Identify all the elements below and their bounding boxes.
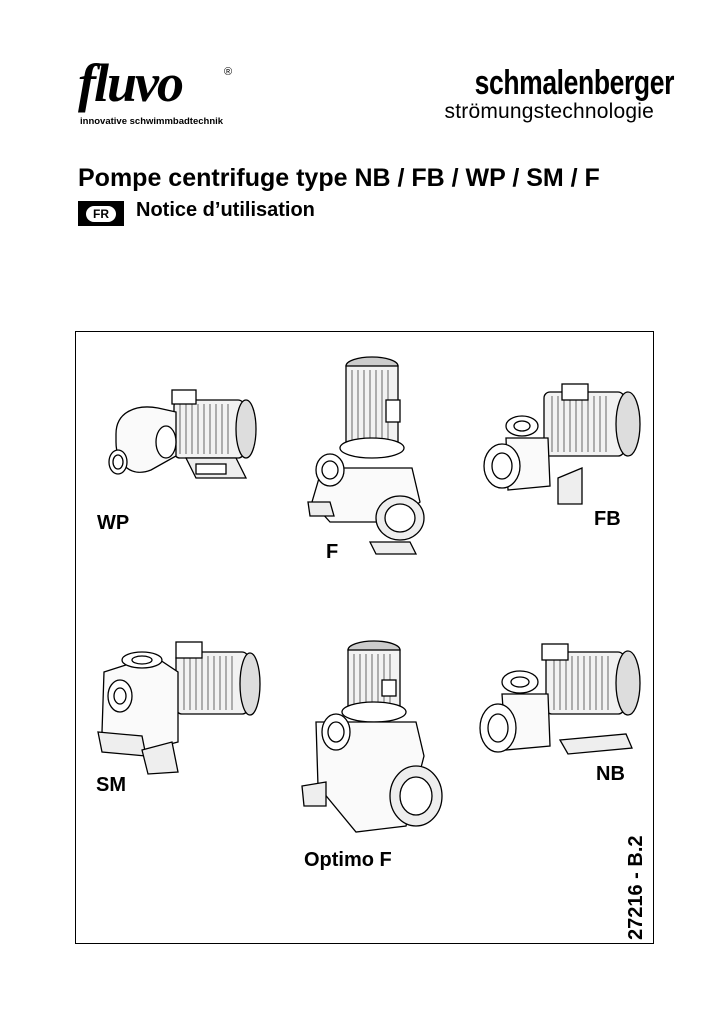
language-badge: FR: [78, 201, 124, 226]
pump-illustration-frame: [75, 331, 654, 944]
pump-label-fb: FB: [594, 508, 621, 530]
pump-label-nb: NB: [596, 763, 625, 785]
language-badge-text: FR: [86, 205, 116, 222]
document-number: 27216 - B.2: [625, 835, 647, 940]
schmalenberger-logo-word: schmalenberger: [474, 64, 675, 102]
pump-label-sm: SM: [96, 774, 126, 796]
pump-label-optimo-f: Optimo F: [304, 849, 392, 871]
fluvo-logo: fluvo ® innovative schwimmbadtechnik: [78, 56, 238, 132]
registered-mark: ®: [224, 66, 233, 78]
fluvo-logo-word: fluvo: [78, 53, 184, 113]
document-subtitle: Notice d’utilisation: [136, 199, 315, 221]
document-title: Pompe centrifuge type NB / FB / WP / SM …: [78, 164, 600, 192]
flanged-pump-fb-icon: [483, 383, 641, 505]
self-priming-pump-sm-icon: [97, 641, 261, 775]
horizontal-pump-wp-icon: [108, 389, 257, 479]
pump-label-wp: WP: [97, 512, 130, 534]
flanged-pump-nb-icon: [479, 643, 641, 755]
fluvo-tagline: innovative schwimmbadtechnik: [80, 116, 224, 127]
schmalenberger-logo: schmalenberger strömungstechnologie: [424, 64, 675, 126]
pump-label-f: F: [326, 541, 339, 563]
vertical-pump-optimo-f-icon: [301, 640, 443, 833]
vertical-pump-f-icon: [307, 356, 425, 555]
schmalenberger-subline: strömungstechnologie: [444, 100, 654, 123]
